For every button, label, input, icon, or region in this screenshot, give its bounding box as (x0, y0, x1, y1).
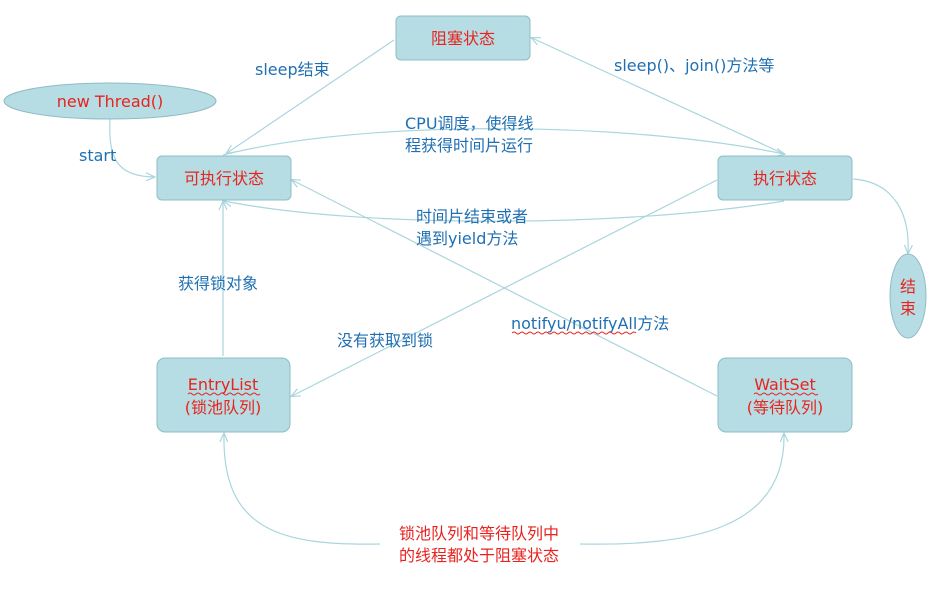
arrow-start (109, 118, 154, 177)
label-cpu-schedule-1: CPU调度，使得线 (405, 114, 534, 133)
arrow-sleep-join (532, 38, 785, 155)
state-running-label: 执行状态 (753, 169, 817, 188)
arrow-note-waitset (579, 434, 784, 545)
arrow-to-end (852, 178, 908, 253)
state-waitset-label-1: WaitSet (754, 375, 816, 394)
label-start: start (79, 146, 116, 165)
state-blocked-label: 阻塞状态 (431, 29, 495, 48)
label-get-lock: 获得锁对象 (178, 274, 258, 293)
state-blocked (395, 15, 531, 61)
state-new-thread-label: new Thread() (57, 92, 164, 111)
state-end-label-2: 束 (900, 299, 916, 318)
arrow-notify (292, 180, 718, 397)
arrow-timeslice-end (224, 201, 785, 222)
label-sleep-join: sleep()、join()方法等 (614, 56, 774, 75)
label-no-lock: 没有获取到锁 (337, 331, 433, 350)
state-end (889, 253, 927, 339)
label-sleep-end: sleep结束 (255, 60, 330, 79)
state-waitset-label-2: (等待队列) (747, 398, 824, 417)
spellcheck-underline (511, 331, 637, 335)
note-line-2: 的线程都处于阻塞状态 (399, 546, 559, 565)
label-cpu-schedule-2: 程获得时间片运行 (405, 136, 533, 155)
spellcheck-underline (187, 392, 261, 396)
state-runnable (156, 155, 292, 201)
state-runnable-label: 可执行状态 (184, 169, 264, 188)
spellcheck-underline (753, 392, 819, 396)
arrow-note-entrylist (224, 434, 381, 545)
label-notify: notifyu/notifyAll方法 (511, 314, 669, 333)
arrow-sleep-end (227, 39, 395, 153)
state-new-thread (3, 82, 217, 120)
label-timeslice-end-1: 时间片结束或者 (416, 207, 528, 226)
state-entrylist-label-1: EntryList (188, 375, 259, 394)
state-entrylist (156, 357, 291, 433)
state-end-label-1: 结 (900, 277, 916, 296)
state-running (717, 155, 853, 201)
arrow-cpu-schedule (222, 128, 784, 155)
label-timeslice-end-2: 遇到yield方法 (416, 229, 518, 248)
note-line-1: 锁池队列和等待队列中 (399, 524, 559, 543)
state-entrylist-label-2: (锁池队列) (185, 398, 262, 417)
